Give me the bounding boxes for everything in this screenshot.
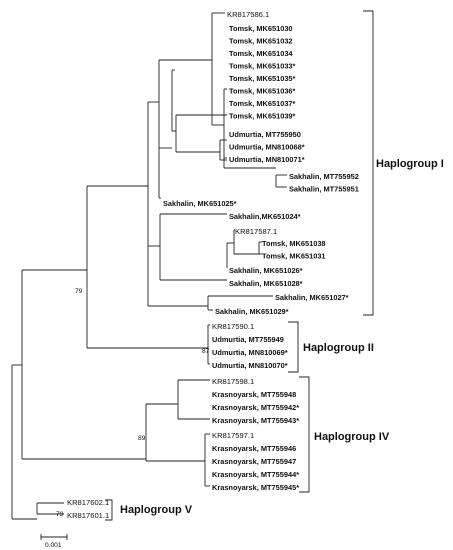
haplogroup-I-bracket (363, 10, 374, 316)
tip-label: Sakhalin, MT755952 (289, 172, 359, 181)
tree-branches (11, 12, 287, 520)
tip-label: Krasnoyarsk, MT755947 (212, 457, 296, 466)
tip-label: Sakhalin, MK651026* (229, 266, 303, 275)
haplogroup-IV-bracket (299, 376, 310, 493)
tip-label: KR817601.1 (67, 511, 109, 520)
tip-label: KR817586.1 (227, 10, 269, 19)
tip-label: Tomsk, MK651036* (229, 87, 296, 96)
haplogroup-V-bracket (105, 499, 113, 521)
tip-label: KR817590.1 (212, 322, 254, 331)
tip-label: Krasnoyarsk, MT755944* (212, 470, 299, 479)
tip-label: Sakhalin,MK651024* (229, 212, 301, 221)
tip-label: Udmurtia, MT755949 (212, 335, 284, 344)
tip-label: Sakhalin, MT755951 (289, 185, 359, 194)
tip-label: Krasnoyarsk, MT755945* (212, 483, 299, 492)
tip-label: Tomsk, MK651039* (229, 112, 296, 121)
haplogroup-I-label: Haplogroup I (376, 158, 444, 170)
tip-label: Udmurtia, MN810069* (212, 348, 288, 357)
tip-label: Krasnoyarsk, MT755948 (212, 390, 296, 399)
tip-label: KR817598.1 (212, 377, 254, 386)
tip-label: Tomsk, MK651037* (229, 99, 296, 108)
tip-label: Sakhalin, MK651027* (275, 293, 349, 302)
haplogroup-IV-label: Haplogroup IV (314, 431, 390, 443)
tip-label: Sakhalin, MK651025* (163, 199, 237, 208)
haplogroup-brackets (105, 10, 374, 521)
scale-bar: 0.001 (40, 534, 68, 549)
tip-label: Tomsk, MK651035* (229, 74, 296, 83)
bootstrap-value: 87 (202, 348, 210, 355)
tip-label: Tomsk, MK651033* (229, 62, 296, 71)
haplogroup-II-label: Haplogroup II (303, 342, 374, 354)
haplogroup-V-label: Haplogroup V (120, 504, 193, 516)
scale-bar-label: 0.001 (45, 542, 62, 549)
tip-label: Krasnoyarsk, MT755942* (212, 403, 299, 412)
tip-label: Sakhalin, MK651029* (215, 307, 289, 316)
bootstrap-value: 89 (138, 435, 146, 442)
tip-label: Tomsk, MK651034 (229, 49, 293, 58)
tip-label: KR817597.1 (212, 431, 254, 440)
tip-label: Udmurtia, MN810068* (229, 143, 305, 152)
tip-label: Tomsk, MK651032 (229, 37, 293, 46)
tip-label: Tomsk, MK651038 (262, 239, 326, 248)
tip-label: Udmurtia, MN810070* (212, 361, 288, 370)
tip-label: Krasnoyarsk, MT755943* (212, 416, 299, 425)
tip-label: Tomsk, MK651030 (229, 24, 293, 33)
bootstrap-value: 79 (56, 511, 64, 518)
tip-label: Tomsk, MK651031 (262, 252, 326, 261)
tip-label: KR817602.1 (67, 498, 109, 507)
bootstrap-values: 79 87 89 79 (56, 288, 210, 518)
tip-label: KR817587.1 (235, 227, 277, 236)
haplogroup-labels: Haplogroup I Haplogroup II Haplogroup IV… (120, 158, 444, 516)
tip-label: Sakhalin, MK651028* (229, 279, 303, 288)
haplogroup-II-bracket (288, 321, 299, 373)
bootstrap-value: 79 (75, 288, 83, 295)
tip-labels: KR817586.1 Tomsk, MK651030 Tomsk, MK6510… (67, 10, 359, 520)
tip-label: Udmurtia, MN810071* (229, 155, 305, 164)
tip-label: Krasnoyarsk, MT755946 (212, 444, 296, 453)
tip-label: Udmurtia, MT755950 (229, 130, 301, 139)
